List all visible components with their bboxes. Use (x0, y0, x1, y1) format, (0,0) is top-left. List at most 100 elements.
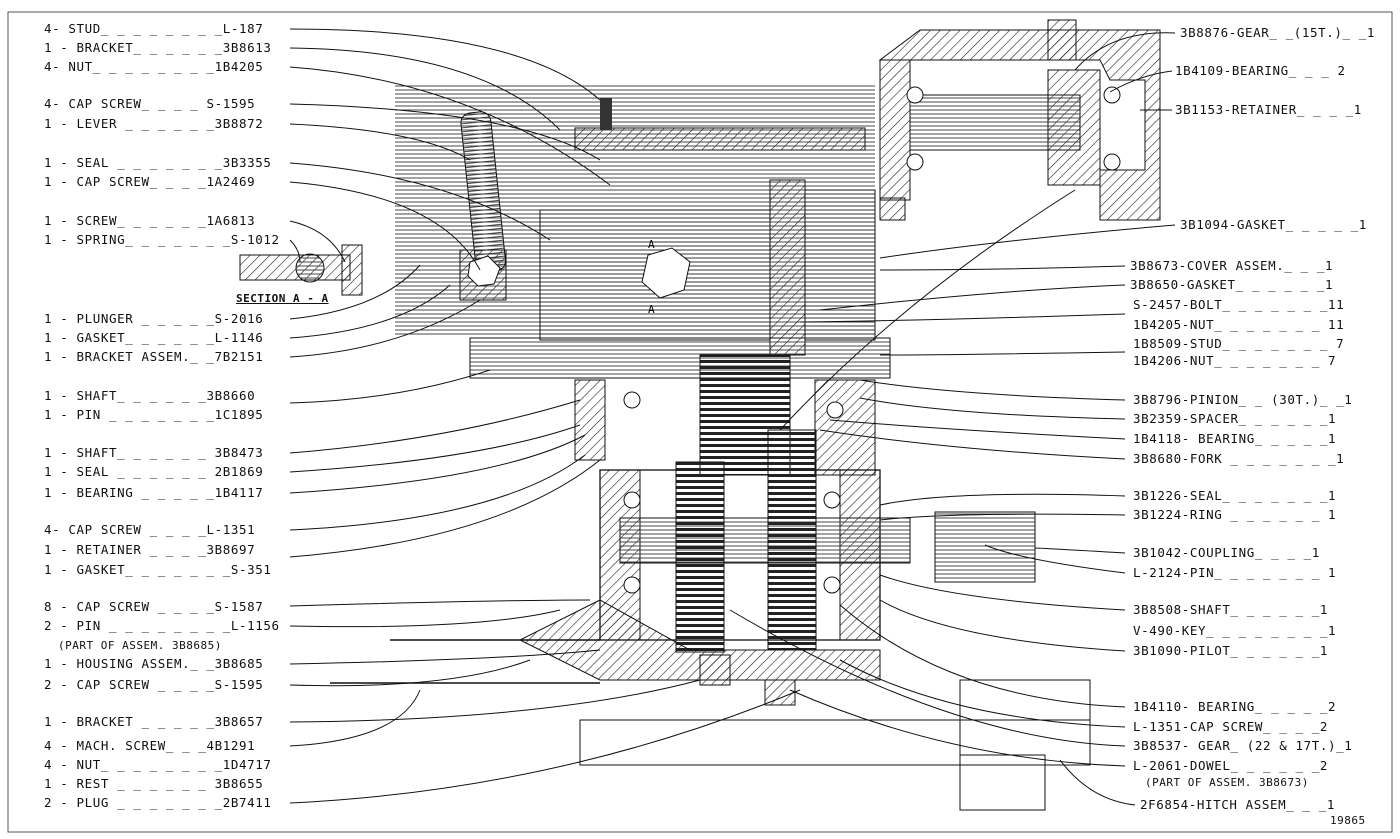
leader-line (289, 434, 586, 494)
gear-train (469, 337, 1036, 706)
left-label: 1 - GASKET_ _ _ _ _ _ _S-351 (44, 562, 272, 577)
right-label: 3B1042-COUPLING_ _ _ _1 (1133, 545, 1320, 560)
left-label: 2 - CAP SCREW _ _ _ _S-1595 (44, 677, 264, 692)
left-label: 1 - PLUNGER _ _ _ _ _S-2016 (44, 311, 264, 326)
leader-line (289, 369, 491, 404)
leader-line (289, 399, 581, 454)
cover-housing: A A (395, 85, 906, 356)
leader-line (779, 189, 1076, 431)
right-label: 3B1153-RETAINER_ _ _ _1 (1175, 102, 1362, 117)
right-label: 3B8680-FORK _ _ _ _ _ _ _1 (1133, 451, 1345, 466)
left-label: 1 - BRACKET_ _ _ _ _ _3B8613 (44, 40, 272, 55)
left-label: 1 - SEAL _ _ _ _ _ _ _3B3355 (44, 155, 272, 170)
right-label: 3B8508-SHAFT_ _ _ _ _ _1 (1133, 602, 1329, 617)
left-label: 4- NUT_ _ _ _ _ _ _ _1B4205 (44, 59, 264, 74)
leader-line (839, 659, 1126, 728)
right-label: L-2061-DOWEL_ _ _ _ _ _2 (1133, 758, 1329, 773)
leader-line (879, 493, 1126, 506)
hitch-assembly (330, 639, 1091, 811)
left-label: 1 - LEVER _ _ _ _ _ _3B8872 (44, 116, 264, 131)
left-label: 4 - MACH. SCREW_ _ _4B1291 (44, 738, 256, 753)
leader-line (799, 313, 1126, 323)
left-label: 1 - RETAINER _ _ _ _3B8697 (44, 542, 256, 557)
leader-line (289, 66, 611, 186)
leader-line (879, 265, 1126, 271)
left-label: 1 - SHAFT_ _ _ _ _ _3B8660 (44, 388, 256, 403)
left-label: 2 - PLUG _ _ _ _ _ _ _2B7411 (44, 795, 272, 810)
right-label: 3B8537- GEAR_ (22 & 17T.)_1 (1133, 738, 1353, 753)
right-label: 1B4118- BEARING_ _ _ _ _1 (1133, 431, 1337, 446)
figure-number: 19865 (1330, 814, 1366, 827)
right-label: 3B1226-SEAL_ _ _ _ _ _ _1 (1133, 488, 1337, 503)
leader-line (879, 351, 1126, 356)
leader-line (1109, 70, 1173, 93)
left-label: 1 - BEARING _ _ _ _ _1B4117 (44, 485, 264, 500)
left-label: 1 - SPRING_ _ _ _ _ _ _S-1012 (44, 232, 280, 247)
leader-line (289, 679, 701, 723)
leader-line (789, 689, 1126, 767)
left-label: 1 - HOUSING ASSEM._ _3B8685 (44, 656, 264, 671)
leader-line (289, 284, 451, 339)
left-label: 1 - PIN _ _ _ _ _ _ _1C1895 (44, 407, 264, 422)
leader-line (819, 429, 1126, 460)
left-note: (PART OF ASSEM. 3B8685) (58, 639, 222, 652)
right-label: 3B8673-COVER ASSEM._ _ _1 (1130, 258, 1334, 273)
right-note: (PART OF ASSEM. 3B8673) (1145, 776, 1309, 789)
left-label: 4- CAP SCREW_ _ _ _ S-1595 (44, 96, 256, 111)
leader-line (839, 604, 1126, 708)
leader-line (1074, 32, 1176, 71)
leader-line (729, 609, 1126, 747)
left-label: 1 - CAP SCREW_ _ _ _1A2469 (44, 174, 256, 189)
left-label: 2 - PIN _ _ _ _ _ _ _ _L-1156 (44, 618, 280, 633)
right-label: 3B8650-GASKET_ _ _ _ _ _1 (1130, 277, 1334, 292)
right-label: 1B8509-STUD_ _ _ _ _ _ _ 7 (1133, 336, 1345, 351)
leader-line (1034, 547, 1126, 554)
leader-line (289, 264, 421, 320)
left-label: 8 - CAP SCREW _ _ _ _S-1587 (44, 599, 264, 614)
right-label: 3B2359-SPACER_ _ _ _ _ _1 (1133, 411, 1337, 426)
leader-line (289, 239, 301, 263)
leader-line (879, 599, 1126, 652)
leader-line (859, 397, 1126, 420)
left-label: 4 - NUT_ _ _ _ _ _ _ _1D4717 (44, 757, 272, 772)
svg-text:A: A (648, 238, 655, 251)
leader-lines (289, 28, 1176, 806)
left-label: 1 - SHAFT_ _ _ _ _ _ 3B8473 (44, 445, 264, 460)
leader-line (289, 459, 601, 558)
right-label: 3B1094-GASKET_ _ _ _ _1 (1180, 217, 1367, 232)
leader-line (289, 454, 586, 531)
leader-line (1059, 759, 1136, 806)
leader-line (879, 574, 1126, 611)
left-label: 1 - BRACKET ASSEM._ _7B2151 (44, 349, 264, 364)
leader-line (859, 379, 1126, 401)
leader-line (289, 659, 531, 687)
leader-line (289, 47, 561, 131)
left-label: 1 - SEAL _ _ _ _ _ _ 2B1869 (44, 464, 264, 479)
leader-line (879, 513, 1126, 521)
leader-line (289, 28, 601, 101)
left-label: 1 - BRACKET _ _ _ _ _3B8657 (44, 714, 264, 729)
gear-15t-inset (878, 19, 1161, 221)
right-label: 3B8876-GEAR_ _(15T.)_ _1 (1180, 25, 1376, 40)
leader-line (984, 544, 1126, 574)
right-label: 3B1224-RING _ _ _ _ _ _ 1 (1133, 507, 1337, 522)
section-a-a-inset (239, 244, 363, 296)
section-label: SECTION A - A (236, 292, 329, 305)
leader-line (289, 162, 551, 241)
leader-line (289, 220, 346, 263)
leader-line (289, 123, 471, 161)
right-label: 3B8796-PINION_ _ (30T.)_ _1 (1133, 392, 1353, 407)
right-label: 1B4110- BEARING_ _ _ _ _2 (1133, 699, 1337, 714)
right-label: 2F6854-HITCH ASSEM_ _ _1 (1140, 797, 1336, 812)
leader-line (289, 424, 581, 473)
left-label: 1 - REST _ _ _ _ _ _ 3B8655 (44, 776, 264, 791)
left-label: 4- STUD_ _ _ _ _ _ _ _L-187 (44, 21, 264, 36)
leader-line (289, 599, 591, 607)
leader-line (289, 649, 601, 665)
leader-line (289, 103, 601, 161)
leader-line (289, 609, 561, 628)
right-label: V-490-KEY_ _ _ _ _ _ _ _1 (1133, 623, 1337, 638)
left-label: 1 - SCREW_ _ _ _ _ _1A6813 (44, 213, 256, 228)
